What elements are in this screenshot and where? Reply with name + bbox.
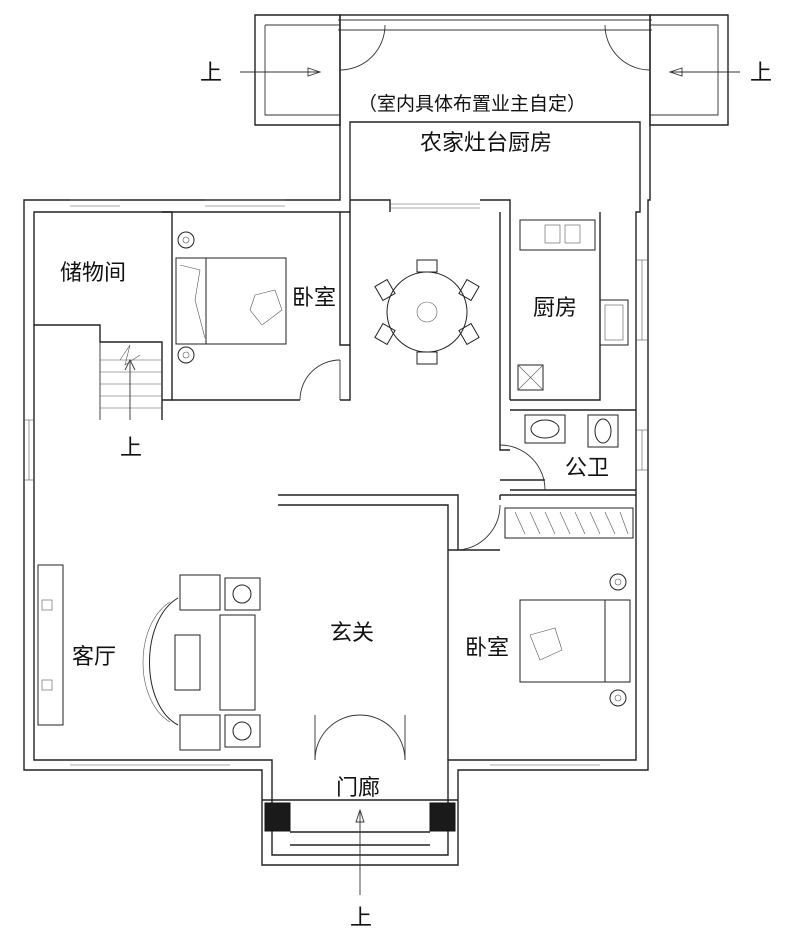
stair-mark-bottom: 上	[350, 906, 372, 931]
porch-label: 门廊	[336, 776, 380, 801]
stair-mark-stair: 上	[120, 436, 142, 461]
bedroom-top-label: 卧室	[292, 286, 336, 311]
bed-top	[175, 231, 287, 364]
stair-mark-left: 上	[200, 61, 222, 86]
bed-bottom	[519, 573, 631, 707]
sofa-set	[37, 564, 261, 751]
farm-kitchen-label: 农家灶台厨房	[420, 131, 552, 156]
entry-arrows	[240, 67, 740, 895]
foyer-label: 玄关	[330, 621, 374, 646]
bedroom-bottom-label: 卧室	[465, 636, 509, 661]
porch-pillars	[264, 802, 456, 832]
wardrobe	[504, 507, 634, 539]
doors	[299, 24, 651, 761]
interior-walls	[34, 122, 636, 846]
dining-table	[374, 259, 480, 365]
public-bath-label: 公卫	[565, 456, 609, 481]
stair-mark-right: 上	[750, 61, 772, 86]
kitchen-fixtures	[517, 219, 629, 391]
bath-fixtures	[524, 414, 619, 448]
living-room-label: 客厅	[72, 645, 116, 670]
note-label: （室内具体布置业主自定）	[358, 93, 586, 115]
kitchen-label: 厨房	[533, 296, 577, 321]
stairs	[99, 342, 162, 420]
storage-label: 储物间	[60, 261, 126, 286]
